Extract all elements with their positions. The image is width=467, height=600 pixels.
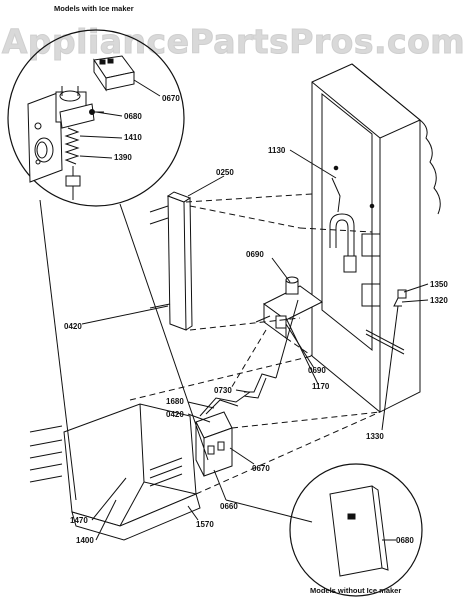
part-label-0660: 0660 xyxy=(220,502,238,511)
no-ice-maker-detail-circle xyxy=(290,464,422,596)
part-label-1410: 1410 xyxy=(124,133,142,142)
part-label-1350: 1350 xyxy=(430,280,448,289)
part-label-1400: 1400 xyxy=(76,536,94,545)
caption-without-ice-maker: Models without Ice maker xyxy=(310,586,402,595)
caption-with-ice-maker: Models with Ice maker xyxy=(54,4,134,13)
part-label-0250: 0250 xyxy=(216,168,234,177)
part-label-0690-upper: 0690 xyxy=(246,250,264,259)
part-label-0670-top: 0670 xyxy=(162,94,180,103)
part-label-0680-top: 0680 xyxy=(124,112,142,121)
valve-bracket-0690 xyxy=(256,277,322,338)
part-label-1330: 1330 xyxy=(366,432,384,441)
part-label-0680-bottom: 0680 xyxy=(396,536,414,545)
part-label-1170: 1170 xyxy=(312,382,330,391)
callout-leaders xyxy=(40,150,428,540)
part-label-0420-mid: 0420 xyxy=(64,322,82,331)
ice-maker-detail-circle xyxy=(8,30,184,206)
part-label-1470: 1470 xyxy=(70,516,88,525)
part-label-1570: 1570 xyxy=(196,520,214,529)
part-label-1320: 1320 xyxy=(430,296,448,305)
door-liner-panel xyxy=(312,64,440,412)
part-label-1680: 1680 xyxy=(166,397,184,406)
lower-assembly xyxy=(30,392,250,540)
part-label-0670-low: 0670 xyxy=(252,464,270,473)
part-label-1130: 1130 xyxy=(268,146,286,155)
assembly-dashed-lines xyxy=(130,194,380,494)
part-label-1390: 1390 xyxy=(114,153,132,162)
part-label-0730: 0730 xyxy=(214,386,232,395)
part-label-0420-low: 0420 xyxy=(166,410,184,419)
bracket-0250 xyxy=(150,192,192,330)
part-label-0690-lower: 0690 xyxy=(308,366,326,375)
